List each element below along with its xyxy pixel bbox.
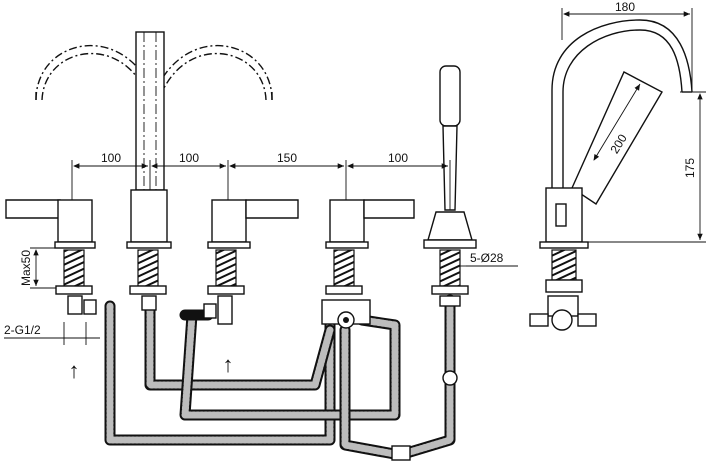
side-view: [529, 19, 693, 331]
right-handle: [325, 199, 415, 249]
dim-100-right: 100: [388, 151, 408, 165]
dim-100-left: 100: [101, 151, 121, 165]
hand-shower: [423, 65, 477, 249]
dim-100-mid: 100: [179, 151, 199, 165]
flow-arrow-left: ↑: [69, 358, 80, 383]
dimension-lines: [4, 8, 706, 345]
dim-175: 175: [683, 158, 697, 178]
middle-handle: [207, 199, 299, 249]
threaded-shanks: [55, 249, 469, 295]
dim-max50: Max50: [19, 250, 33, 286]
braided-hoses: [104, 294, 456, 461]
connectors: [67, 295, 461, 461]
flow-arrow-middle: ↑: [223, 352, 234, 377]
dim-inlet: 2-G1/2: [4, 323, 41, 337]
dim-150: 150: [277, 151, 297, 165]
dim-hole: 5-Ø28: [470, 251, 504, 265]
dim-180: 180: [615, 0, 635, 14]
left-handle: [5, 199, 96, 249]
